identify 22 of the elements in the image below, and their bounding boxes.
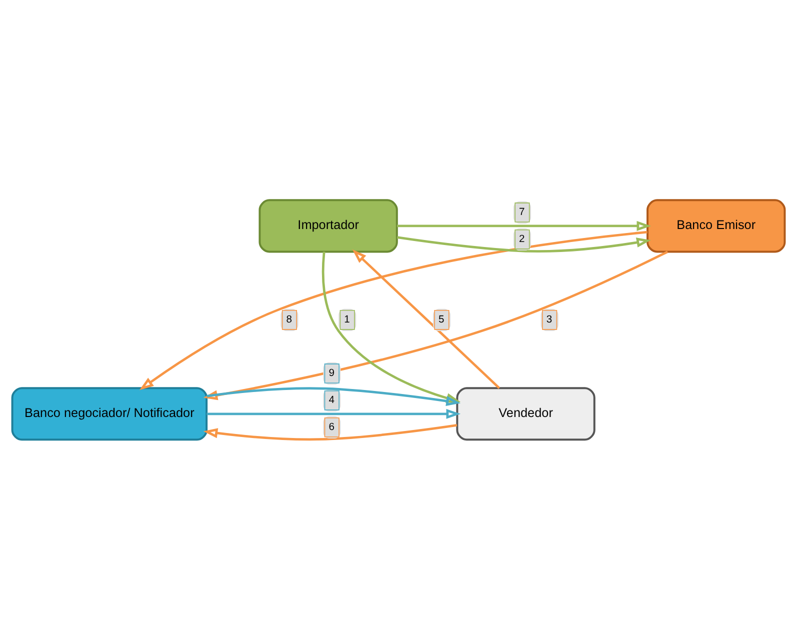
arrow [139, 230, 648, 390]
arrow [203, 424, 458, 441]
node-box: Vendedor [456, 387, 596, 441]
edge-label: 7 [519, 207, 525, 218]
node-box: Importador [258, 199, 398, 253]
node-box: Banco Emisor [646, 199, 786, 253]
edge-label: 4 [328, 395, 334, 406]
arrow [206, 387, 461, 406]
edge-label: 2 [519, 234, 525, 246]
arrow [396, 236, 651, 252]
arrow [352, 249, 500, 389]
edge-label: 9 [328, 368, 334, 380]
edge-label: 6 [328, 422, 334, 434]
arrow [206, 408, 461, 419]
node-box: Banco negociador/ Notificador [11, 387, 208, 441]
edge-label: 1 [344, 314, 350, 326]
edge-label: 8 [286, 314, 292, 326]
arrow [322, 252, 461, 403]
arrow [203, 250, 668, 400]
edge-label: 3 [546, 314, 552, 326]
edge-label: 5 [438, 314, 444, 326]
arrow [396, 220, 652, 231]
